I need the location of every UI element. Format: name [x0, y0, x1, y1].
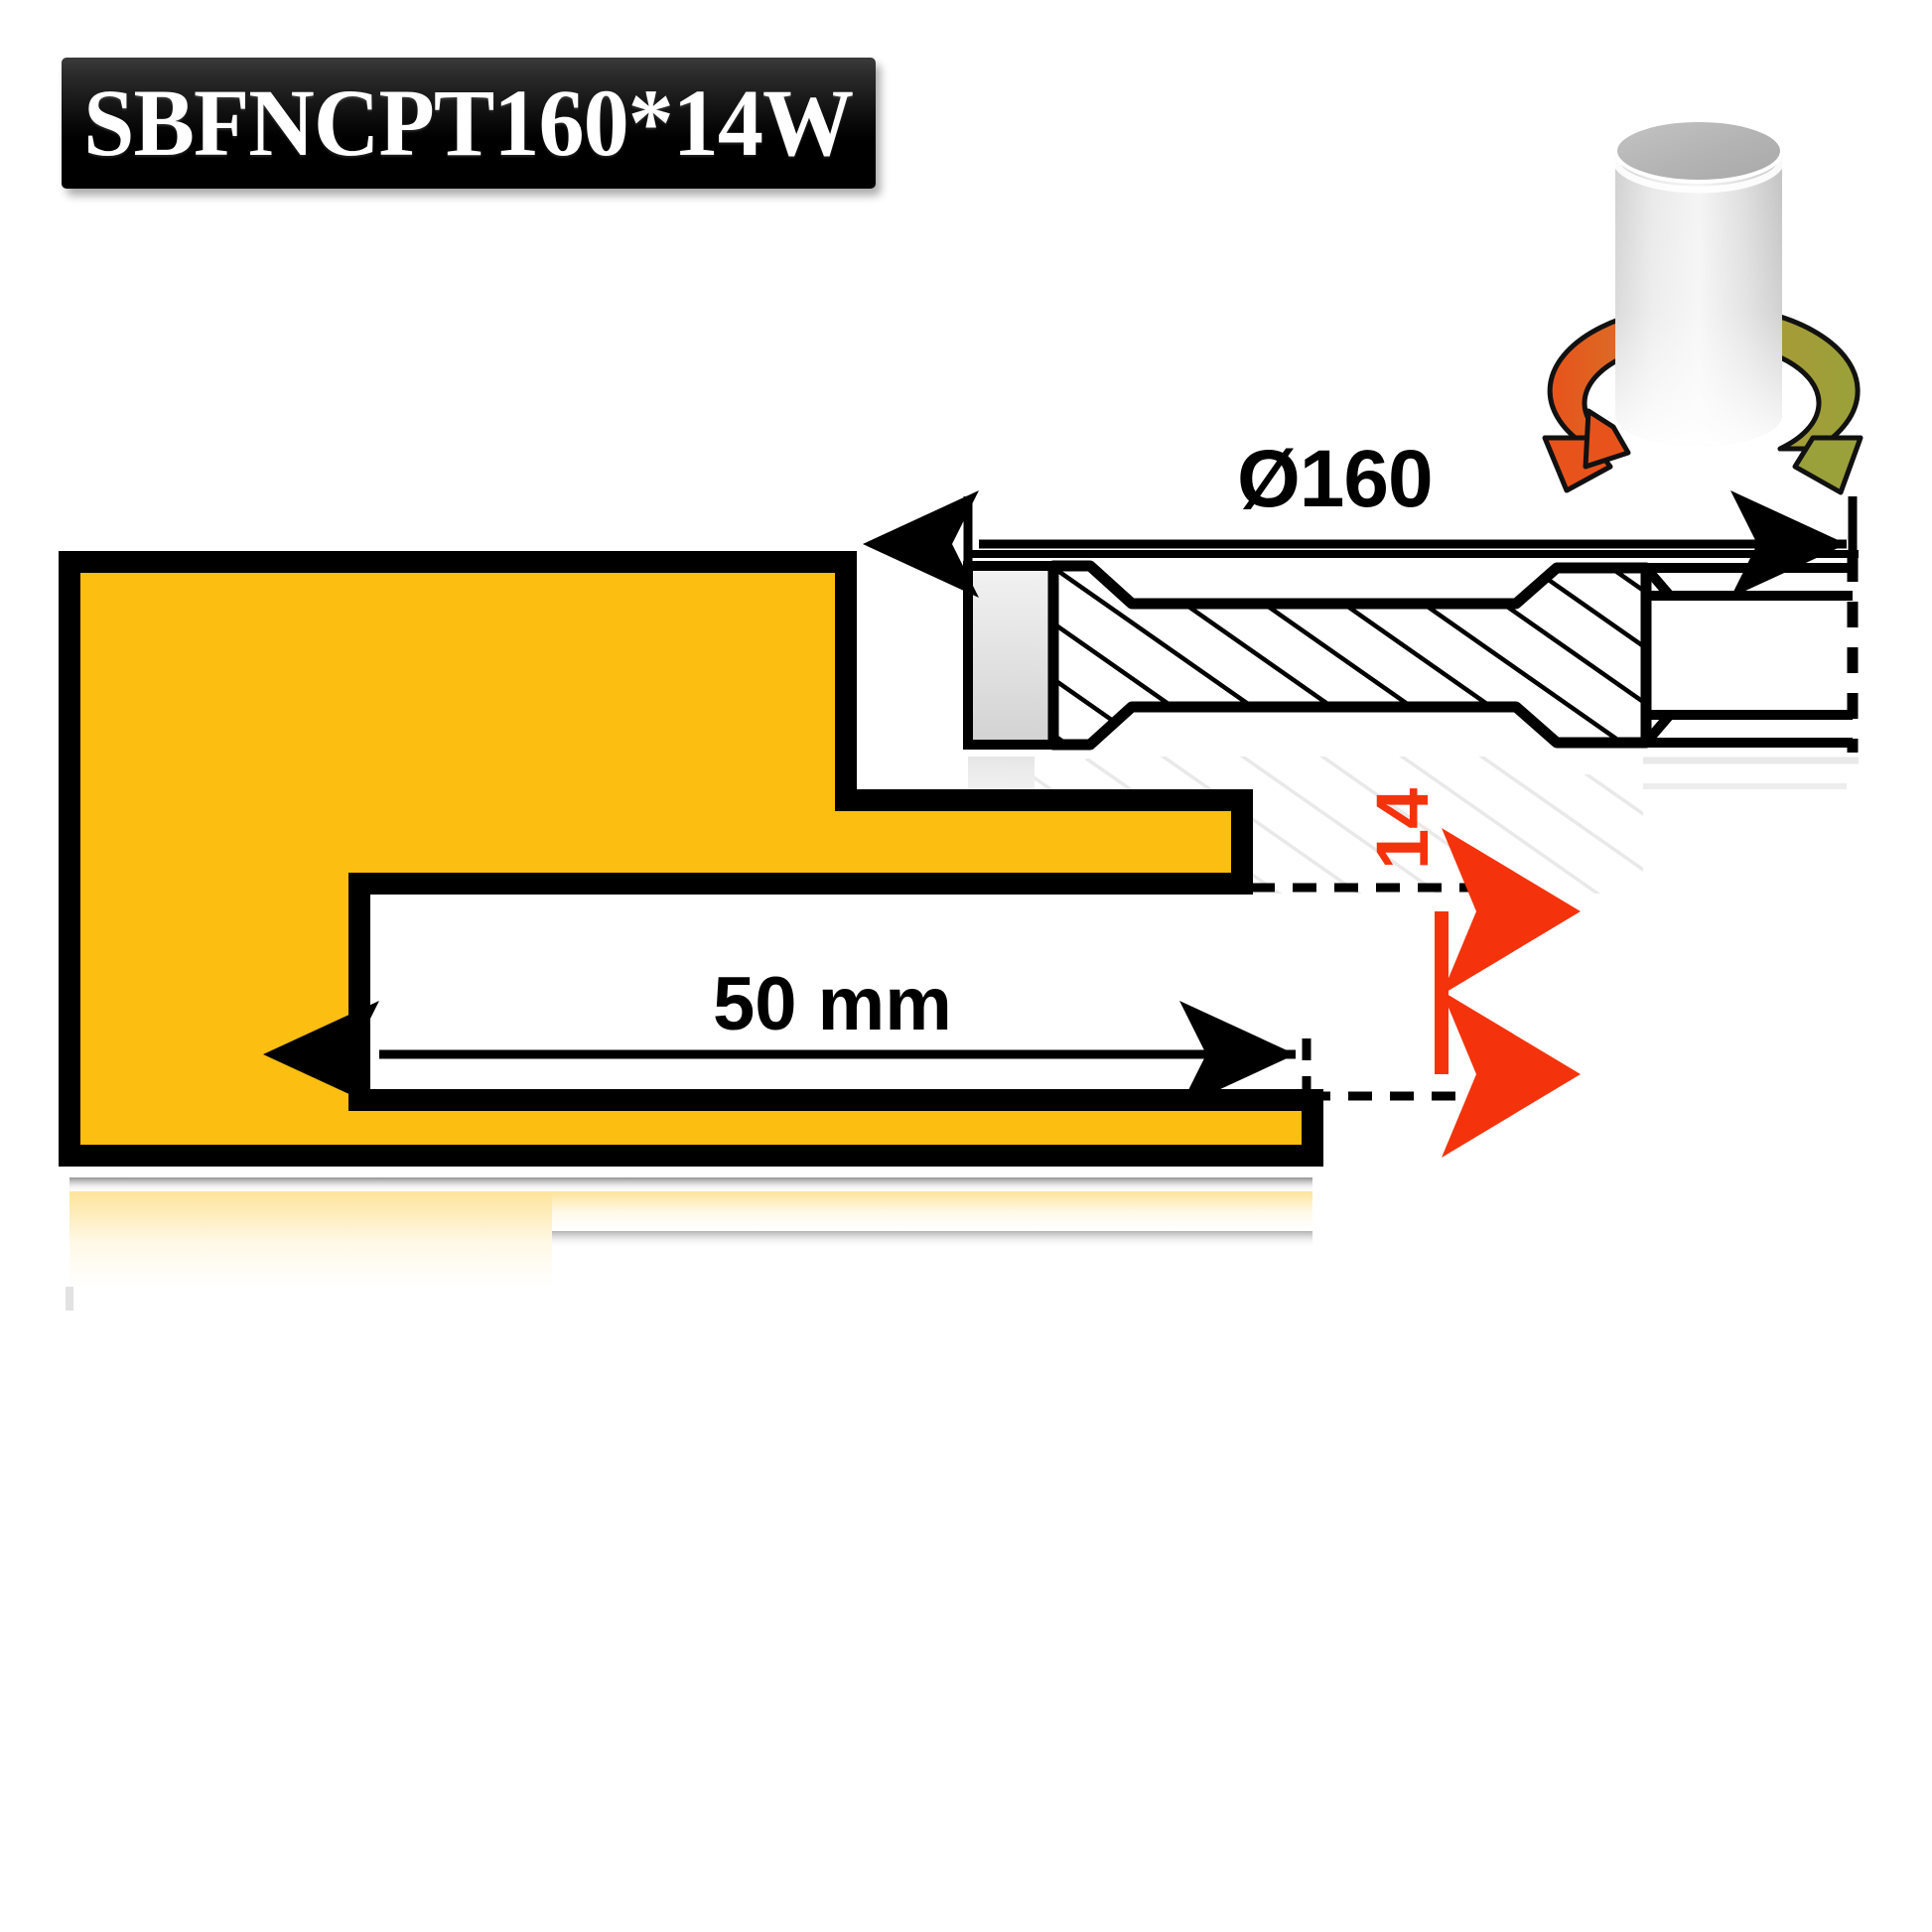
length-label: 50 mm	[713, 962, 952, 1046]
yellow-profile-reflection	[66, 1177, 1312, 1311]
cylinder-icon	[1611, 118, 1786, 446]
section-end-face	[963, 561, 1058, 750]
section-hatched-body	[1047, 560, 1652, 751]
yellow-profile-outline	[59, 551, 1323, 1167]
thickness-dimension	[1251, 828, 1581, 1158]
title-banner: SBFNCPT160*14W	[62, 58, 876, 189]
rotating-cylinder-indicator	[1542, 118, 1863, 495]
product-code-label: SBFNCPT160*14W	[83, 69, 854, 176]
diameter-label: Ø160	[1237, 434, 1434, 524]
thickness-label: 14	[1361, 787, 1444, 870]
yellow-step-profile	[59, 551, 1323, 1311]
